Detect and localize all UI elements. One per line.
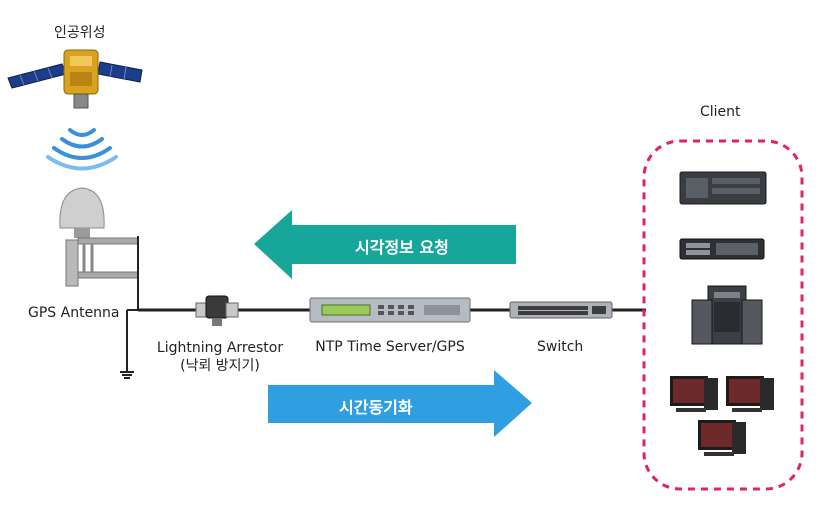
tower-server-icon <box>691 285 763 345</box>
desktop-pc-icon <box>670 376 718 412</box>
ntp-server-label: NTP Time Server/GPS <box>315 339 465 355</box>
lightning-arrestor-icon <box>195 295 239 326</box>
client-group-border <box>642 139 804 491</box>
gps-antenna-label: GPS Antenna <box>28 305 120 321</box>
lightning-arrestor-label-line1: Lightning Arrestor <box>156 340 284 356</box>
lightning-arrestor-label-line2: (낙뢰 방지기) <box>180 358 260 374</box>
request-arrow <box>254 210 516 279</box>
switch-icon <box>509 301 613 319</box>
lightning-arrestor-label: Lightning Arrestor (낙뢰 방지기) <box>150 339 290 375</box>
desktop-pc-icon <box>726 376 774 412</box>
client-label: Client <box>700 104 741 120</box>
gps-antenna-icon <box>59 187 139 310</box>
satellite-label: 인공위성 <box>54 25 106 41</box>
request-arrow-label: 시각정보 요청 <box>355 238 449 257</box>
sync-arrow <box>268 370 532 437</box>
rack-server-icon <box>679 171 767 205</box>
ntp-server-icon <box>309 297 471 323</box>
rack-server-icon <box>679 238 765 260</box>
signal-waves-icon <box>46 128 118 171</box>
desktop-pc-icon <box>698 420 746 456</box>
ground-symbol-icon <box>120 309 138 379</box>
satellite-icon <box>7 49 143 109</box>
sync-arrow-label: 시간동기화 <box>339 398 413 417</box>
switch-label: Switch <box>537 339 584 355</box>
